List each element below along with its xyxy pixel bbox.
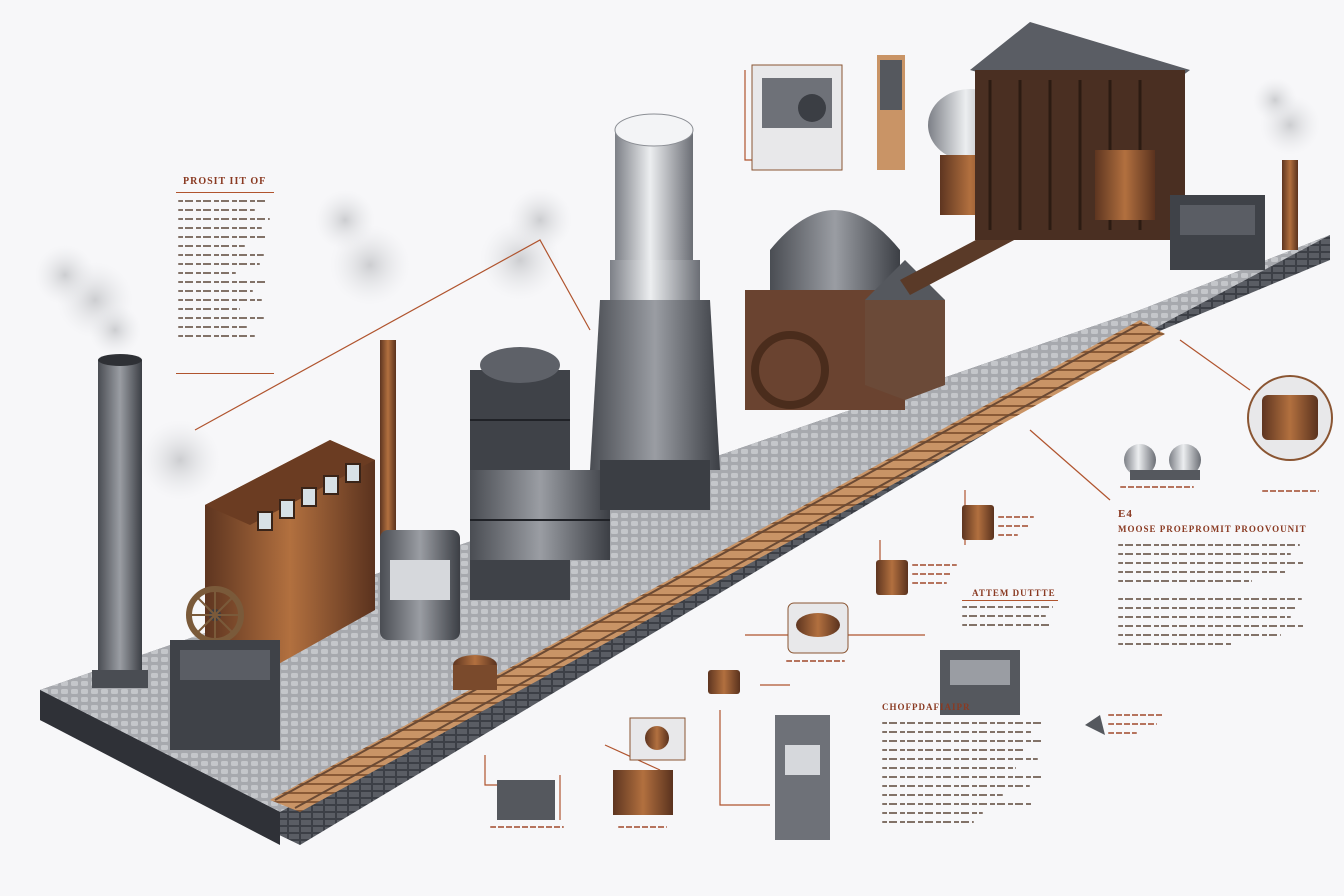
bottom-heading: CHOFPDAFIAIPR	[882, 702, 971, 712]
workshop-building	[205, 440, 375, 680]
inset-piston	[877, 55, 905, 170]
warehouse	[970, 22, 1190, 240]
boiler-icon	[380, 530, 460, 640]
caption-scribbles-a	[998, 516, 1038, 543]
caption-scribbles-e	[1108, 714, 1166, 741]
furnace-icon	[1170, 195, 1265, 270]
pipe-chimney	[140, 190, 410, 540]
caption-scribbles-c	[1120, 486, 1198, 495]
engine-icon	[470, 188, 610, 600]
inset-press	[940, 650, 1020, 715]
mid-text	[962, 606, 1058, 633]
flywheel-icon	[170, 586, 280, 750]
cart-icon	[453, 655, 1105, 735]
inset-small-badges	[708, 505, 994, 694]
left-panel-rule-bottom	[176, 373, 274, 374]
chimney-icon	[92, 354, 148, 688]
right-panel-prefix: E4	[1118, 508, 1133, 520]
caption-scribbles-b	[912, 564, 962, 591]
left-panel-heading: PROSIT IIT OF	[183, 176, 267, 187]
caption-scribbles-f	[786, 660, 848, 669]
bottom-text	[882, 722, 1050, 830]
caption-scribbles-d	[1262, 490, 1322, 499]
inset-hull	[787, 602, 849, 654]
gauge-icon	[1247, 375, 1333, 461]
inset-bottom-machines	[497, 715, 830, 840]
mid-rule	[962, 600, 1058, 601]
left-panel-rule	[176, 192, 274, 193]
right-panel-heading: MOOSE PROEPROMIT PROOVOUNIT	[1118, 524, 1307, 534]
mid-heading: ATTEM DUTTTE	[972, 588, 1056, 598]
caption-scribbles-h	[490, 826, 568, 835]
right-panel-text	[1118, 544, 1310, 652]
left-panel-text	[178, 200, 274, 344]
inset-twin-tanks	[1124, 444, 1201, 480]
smoke-icon	[35, 245, 141, 356]
right-chimney	[1253, 78, 1320, 250]
tank-icon	[590, 113, 720, 510]
inset-gear-machine	[751, 64, 843, 171]
caption-scribbles-g	[618, 826, 670, 835]
factory-platform	[40, 235, 1330, 845]
